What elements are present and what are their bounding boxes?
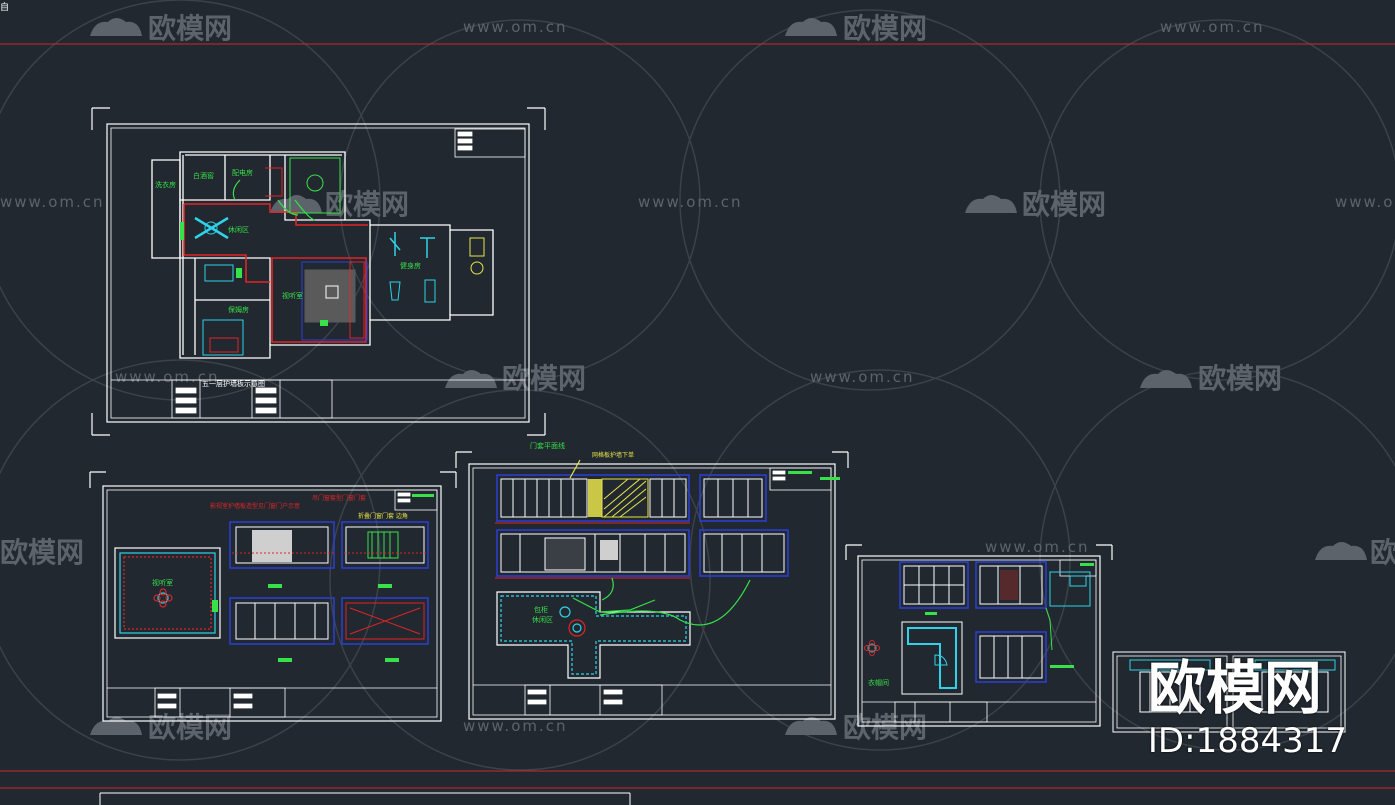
sheet-floor-plan[interactable]: 五一层护墙板示意图 <box>91 107 546 436</box>
drawing-note: 吊门窗套型门窗门套 <box>312 494 366 502</box>
watermark-brand: 欧模网 <box>1370 536 1395 569</box>
floor-plan-walls <box>151 151 494 359</box>
corner-glyph: 自 <box>0 3 10 13</box>
watermark-brand: 欧模网 <box>1022 188 1106 221</box>
sheet-inner-border <box>861 559 1097 723</box>
watermark-brand: 欧模网 <box>502 362 586 395</box>
drawing-note: 折叠门窗门套 边角 <box>358 512 408 520</box>
sheet-leisure-area[interactable]: 门套平面线 网格板护墙下单 包柜 休闲区 <box>455 441 849 720</box>
closet-elevations <box>864 561 1091 695</box>
watermark-brand: 欧模网 <box>843 711 927 744</box>
drawing-callout: 网格板护墙下单 <box>592 451 634 459</box>
sheet-border <box>857 555 1101 727</box>
viewport-border-lines <box>0 43 1395 789</box>
watermark-url: www.om.cn <box>1160 18 1265 36</box>
watermark-brand: 欧模网 <box>1198 362 1282 395</box>
room-label: 健身房 <box>400 261 421 270</box>
watermark-brand: 欧模网 <box>148 12 232 45</box>
watermark-url: www.om.cn <box>115 368 220 386</box>
title-block <box>473 467 840 716</box>
drawing-title: 门套平面线 <box>530 441 565 450</box>
watermark-url: www.om.cn <box>0 193 105 211</box>
drawing-note: 影视室护墙板造型见门窗门户示意 <box>210 502 300 510</box>
floor-plan-furniture <box>180 157 485 356</box>
watermark-brand: 欧模网 <box>0 536 84 569</box>
title-block <box>862 559 1097 723</box>
sheet-border <box>106 123 530 423</box>
watermark-url: www.om.cn <box>810 368 915 386</box>
elevations <box>229 521 429 662</box>
sheet-inner-border <box>1116 655 1228 729</box>
room-plan <box>114 547 221 639</box>
watermark-brand: 欧模网 <box>148 711 232 744</box>
sheet-av-room[interactable]: 视听室 影视室护墙板造型见门窗门户示意 吊门窗套型门窗门套 折叠门窗门套 边角 <box>89 471 457 722</box>
room-label: 视听室 <box>152 578 173 587</box>
title-block-top <box>454 128 526 158</box>
room-label: 保姆房 <box>228 305 249 314</box>
watermark-url: www.om.cn <box>985 538 1090 556</box>
sheet-border <box>1112 651 1346 733</box>
room-label: 休闲区 <box>532 615 553 624</box>
watermark-url: www.om.cn <box>638 193 743 211</box>
room-label: 视听室 <box>282 291 303 300</box>
badge-id: ID:1884317 <box>1147 721 1347 761</box>
sheet-border <box>102 485 442 722</box>
watermark-url: www.om.cn <box>463 18 568 36</box>
watermark-url: www.om.cn <box>1335 193 1395 211</box>
room-label: 配电房 <box>232 168 253 177</box>
watermark-url: www.om.cn <box>463 717 568 735</box>
viewport-corner-marks <box>89 471 457 488</box>
id-badge: 欧模网 ID:1884317 <box>1148 655 1347 761</box>
watermark-brand: 欧模网 <box>843 12 927 45</box>
sheet-inner-border <box>1232 655 1342 729</box>
badge-brand: 欧模网 <box>1147 654 1322 722</box>
sheet-partial[interactable] <box>1112 651 1346 733</box>
sheet-border <box>468 463 836 720</box>
watermark-brand: 欧模网 <box>325 188 409 221</box>
partial-sheet-bottom <box>99 792 631 805</box>
elevations <box>495 474 789 579</box>
title-block <box>107 489 438 718</box>
room-labels: 洗衣房 白酒窖 配电房 休闲区 视听室 保姆房 健身房 <box>155 168 421 314</box>
room-label: 衣帽间 <box>868 678 889 687</box>
title-block <box>111 379 525 419</box>
room-label: 洗衣房 <box>155 180 176 189</box>
elevations <box>1129 659 1336 713</box>
sheet-closet[interactable]: 衣帽间 <box>845 544 1113 727</box>
room-label: 白酒窖 <box>193 171 214 180</box>
viewport-corner-marks <box>91 107 546 436</box>
room-label: 休闲区 <box>228 225 249 234</box>
viewport-corner-marks <box>845 544 1113 560</box>
leisure-plan <box>496 459 751 679</box>
viewport-corner-marks <box>455 451 849 468</box>
room-label: 包柜 <box>534 605 548 614</box>
watermarks: 欧模网 欧模网 欧模网 欧模网 欧模网 欧模网 欧模网 欧模网 欧模网 欧模网 … <box>0 12 1395 744</box>
sheet-title: 五一层护墙板示意图 <box>202 379 265 388</box>
watermark-logo-icon <box>90 18 1367 735</box>
floor-plan-green-swing <box>232 179 316 221</box>
